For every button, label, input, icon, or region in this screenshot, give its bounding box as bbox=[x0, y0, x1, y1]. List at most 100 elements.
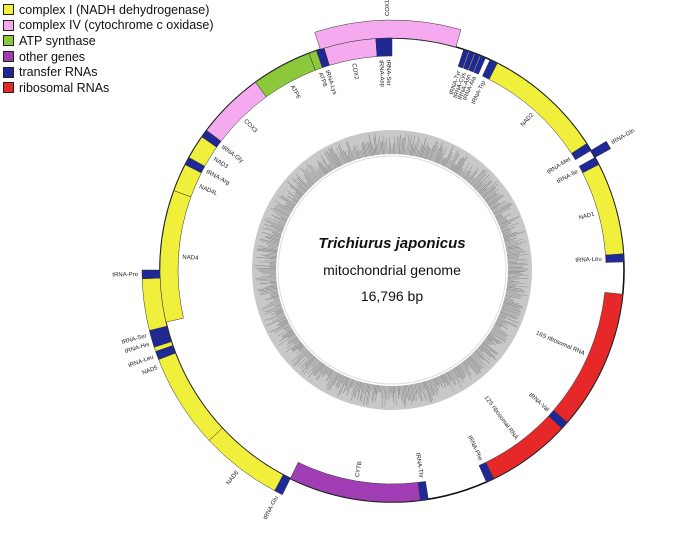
gc-tick bbox=[461, 362, 472, 375]
gc-tick bbox=[291, 341, 302, 350]
gc-tick bbox=[496, 215, 504, 220]
gc-tick bbox=[328, 164, 333, 171]
gc-tick bbox=[411, 384, 415, 402]
gc-tick bbox=[493, 203, 513, 215]
gc-tick bbox=[458, 364, 465, 373]
gc-tick bbox=[338, 146, 347, 164]
gc-tick bbox=[274, 323, 290, 332]
gc-tick bbox=[261, 231, 281, 238]
gc-tick bbox=[489, 332, 496, 338]
gc-tick bbox=[280, 195, 296, 207]
gc-tick bbox=[498, 216, 520, 226]
gc-tick bbox=[270, 294, 279, 298]
gc-tick bbox=[256, 249, 278, 254]
gc-tick bbox=[424, 381, 431, 403]
gc-tick bbox=[507, 279, 514, 281]
gene-label: NAD2 bbox=[520, 112, 536, 128]
gc-tick bbox=[448, 151, 460, 170]
gc-tick bbox=[492, 327, 508, 337]
gc-tick bbox=[463, 170, 471, 180]
gc-tick bbox=[497, 217, 506, 223]
gc-tick bbox=[313, 362, 324, 376]
gene-trna bbox=[605, 253, 625, 263]
gc-tick bbox=[505, 293, 523, 299]
gc-tick bbox=[442, 157, 447, 166]
gc-tick bbox=[436, 376, 441, 385]
gc-tick bbox=[361, 145, 365, 158]
legend-label: ribosomal RNAs bbox=[19, 80, 110, 95]
gene-track bbox=[141, 19, 625, 503]
gc-tick bbox=[474, 350, 485, 361]
gc-tick bbox=[487, 194, 504, 206]
gene-label: ATP6 bbox=[289, 84, 302, 100]
legend-label: other genes bbox=[19, 49, 86, 64]
gc-tick bbox=[288, 334, 297, 341]
gene-trna bbox=[155, 345, 176, 360]
gene-trna bbox=[149, 325, 170, 340]
gc-tick bbox=[357, 381, 362, 393]
gene-label: NAD4L bbox=[198, 184, 219, 197]
gc-tick bbox=[475, 182, 484, 190]
gene-nad bbox=[208, 427, 284, 492]
gc-tick bbox=[503, 235, 516, 240]
gc-tick bbox=[491, 329, 508, 340]
gc-tick bbox=[486, 336, 493, 342]
gc-tick bbox=[350, 380, 357, 396]
gc-tick bbox=[486, 192, 501, 204]
gc-tick bbox=[378, 135, 382, 155]
gc-tick bbox=[404, 146, 407, 155]
gc-tick bbox=[330, 146, 341, 167]
gc-tick bbox=[470, 355, 484, 369]
gc-tick bbox=[502, 305, 521, 313]
gc-tick bbox=[481, 185, 495, 197]
gc-tick bbox=[506, 285, 516, 288]
gc-tick bbox=[280, 217, 288, 221]
gc-tick bbox=[263, 302, 281, 308]
species-name: Trichiurus japonicus bbox=[318, 235, 465, 252]
gene-trna bbox=[571, 143, 592, 161]
gc-tick bbox=[328, 151, 338, 168]
gene-label: COX2 bbox=[350, 63, 359, 81]
gc-tick bbox=[353, 147, 358, 160]
gc-tick bbox=[363, 383, 369, 405]
gc-tick bbox=[268, 246, 279, 249]
gc-tick bbox=[266, 316, 287, 327]
gc-tick bbox=[472, 173, 487, 188]
gc-tick bbox=[503, 299, 520, 305]
gc-tick bbox=[412, 384, 416, 400]
gene-label: tRNA-Ser bbox=[385, 60, 391, 86]
legend-item: transfer RNAs bbox=[3, 64, 214, 80]
gc-tick bbox=[318, 166, 326, 176]
gc-tick bbox=[428, 144, 435, 161]
gc-tick bbox=[499, 313, 507, 318]
gc-tick bbox=[277, 327, 292, 337]
gc-tick bbox=[261, 275, 277, 278]
gene-trna bbox=[478, 462, 495, 483]
gc-tick bbox=[278, 319, 288, 324]
gc-tick bbox=[302, 168, 316, 184]
gc-tick bbox=[447, 371, 456, 386]
gene-label: 16S ribosomal RNA bbox=[535, 331, 586, 358]
gc-tick bbox=[350, 379, 355, 388]
gene-label: tRNA-Leu bbox=[575, 257, 602, 264]
gc-tick bbox=[374, 133, 378, 155]
gc-tick bbox=[257, 248, 278, 253]
gc-tick bbox=[478, 346, 492, 358]
gc-tick bbox=[306, 357, 317, 370]
gc-tick bbox=[505, 241, 518, 246]
gc-tick bbox=[377, 385, 380, 394]
gc-tick bbox=[326, 150, 337, 169]
gc-tick bbox=[496, 213, 512, 221]
gc-tick bbox=[276, 204, 292, 214]
gc-tick bbox=[255, 276, 277, 279]
gc-tick bbox=[341, 375, 346, 384]
gc-tick bbox=[480, 180, 498, 196]
genome-subtitle: mitochondrial genome bbox=[323, 262, 461, 278]
gene-label: tRNA-Val bbox=[527, 392, 549, 413]
gc-tick bbox=[487, 194, 500, 205]
gc-tick bbox=[439, 375, 447, 388]
gc-tick bbox=[504, 297, 515, 301]
gc-tick bbox=[305, 170, 317, 183]
gene-label: NAD4 bbox=[182, 255, 199, 262]
gc-tick bbox=[273, 217, 287, 224]
